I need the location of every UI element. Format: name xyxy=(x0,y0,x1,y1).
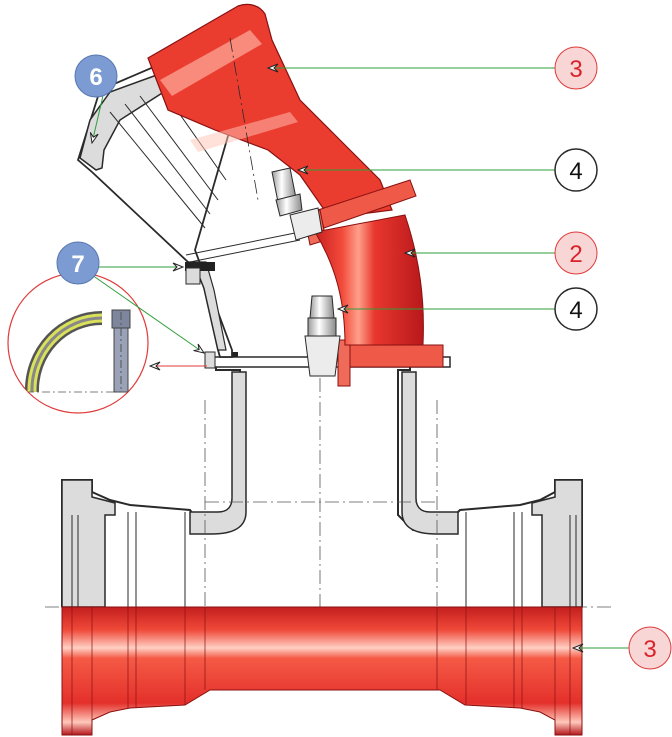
svg-text:4: 4 xyxy=(569,158,582,185)
bolt-upper xyxy=(271,167,323,241)
callout-6: 6 xyxy=(74,54,118,98)
svg-text:3: 3 xyxy=(643,636,656,663)
callout-3-bottom: 3 xyxy=(628,626,672,670)
svg-text:2: 2 xyxy=(569,241,582,268)
svg-text:6: 6 xyxy=(89,64,102,91)
bolt-lower xyxy=(304,295,341,377)
svg-text:3: 3 xyxy=(569,56,582,83)
mid-elbow-exterior xyxy=(314,214,424,346)
callout-2: 2 xyxy=(554,231,598,275)
leader-lines xyxy=(92,68,636,648)
callout-4-lower: 4 xyxy=(554,287,598,331)
callout-4-upper: 4 xyxy=(554,148,598,192)
bottom-pipe-exterior xyxy=(61,606,583,736)
gasket-detail-inset xyxy=(7,272,149,414)
callout-7: 7 xyxy=(56,241,100,285)
svg-text:4: 4 xyxy=(569,297,582,324)
top-elbow-exterior xyxy=(147,3,393,219)
bottom-pipe-section xyxy=(45,330,615,608)
callout-3-top: 3 xyxy=(554,46,598,90)
svg-text:7: 7 xyxy=(71,251,84,278)
